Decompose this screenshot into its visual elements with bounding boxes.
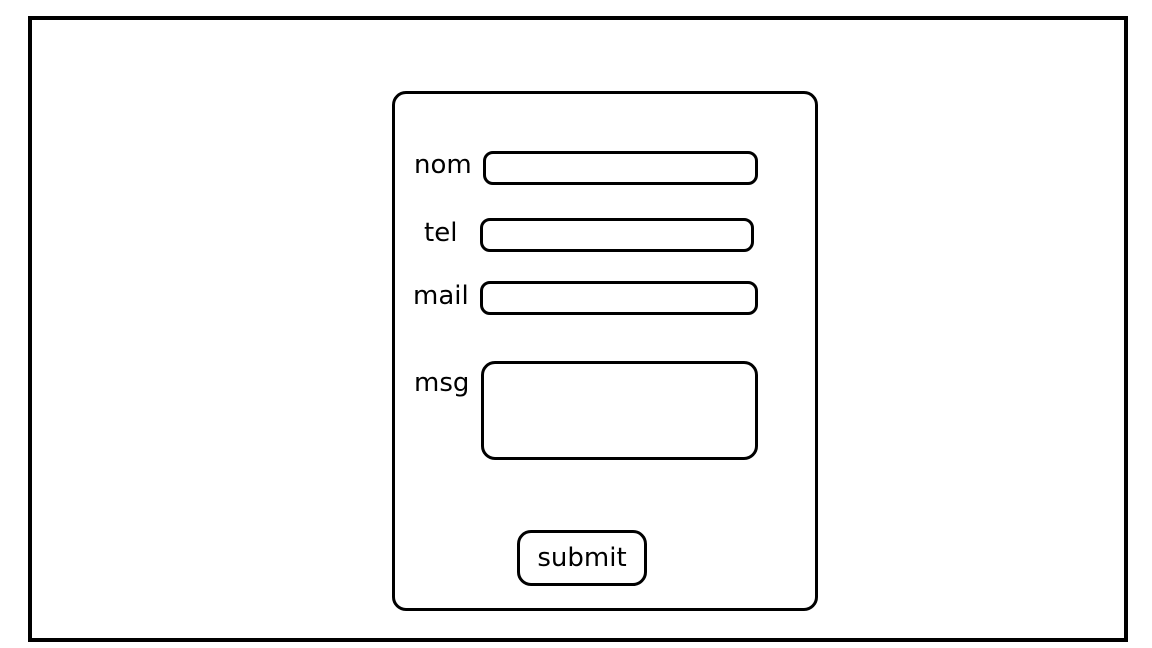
- contact-form: nom tel mail msg submit: [392, 91, 818, 611]
- phone-input[interactable]: [480, 218, 754, 252]
- name-input[interactable]: [483, 151, 758, 185]
- outer-frame: nom tel mail msg submit: [28, 16, 1128, 642]
- name-label: nom: [414, 150, 472, 180]
- message-textarea[interactable]: [481, 361, 758, 460]
- message-label: msg: [414, 368, 470, 398]
- submit-button[interactable]: submit: [517, 530, 647, 586]
- email-label: mail: [413, 281, 469, 311]
- email-input[interactable]: [480, 281, 758, 315]
- phone-label: tel: [424, 218, 458, 248]
